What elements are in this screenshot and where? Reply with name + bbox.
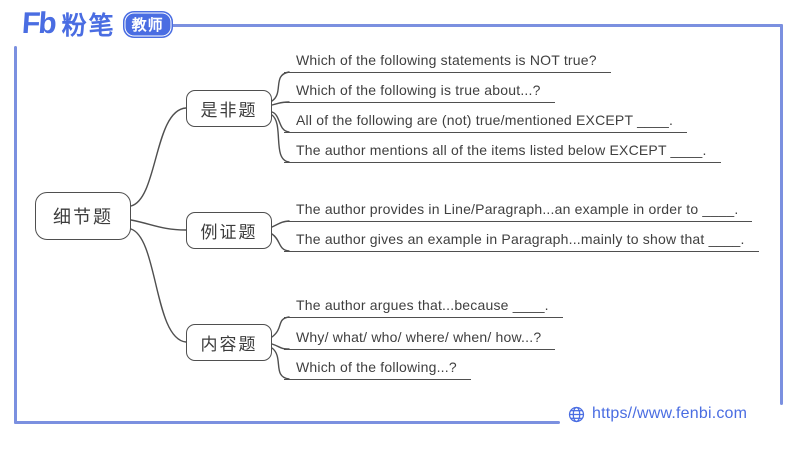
fenbi-logo: Fb 粉笔 教师: [20, 6, 173, 42]
leaf-sentence: Which of the following statements is NOT…: [284, 52, 611, 73]
globe-icon: [568, 406, 585, 422]
connector-root-b3: [130, 228, 187, 343]
frame-line-left: [14, 46, 17, 424]
branch-node-example: 例证题: [186, 212, 272, 249]
leaf-sentence: The author argues that...because ____.: [284, 297, 563, 318]
teacher-badge: 教师: [122, 10, 173, 38]
frame-line-bottom: [14, 421, 560, 424]
fenbi-logo-mark: Fb: [20, 7, 56, 40]
footer: https//www.fenbi.com: [568, 405, 747, 423]
leaf-sentence: Which of the following...?: [284, 359, 471, 380]
leaf-sentence: All of the following are (not) true/ment…: [284, 112, 688, 133]
root-node-detail-question: 细节题: [35, 192, 131, 240]
footer-url-link[interactable]: https//www.fenbi.com: [592, 405, 748, 422]
leaf-sentence: The author mentions all of the items lis…: [284, 142, 721, 163]
frame-line-right: [780, 24, 783, 405]
leaf-sentence: The author gives an example in Paragraph…: [284, 231, 759, 252]
leaf-sentence: Why/ what/ who/ where/ when/ how...?: [284, 329, 556, 350]
fenbi-logo-name: 粉笔: [61, 12, 116, 40]
leaf-sentence: The author provides in Line/Paragraph...…: [284, 201, 753, 222]
frame-line-top: [162, 24, 783, 27]
connector-root-b1: [130, 107, 187, 207]
branch-node-truefalse: 是非题: [186, 90, 272, 127]
leaf-sentence: Which of the following is true about...?: [284, 82, 555, 103]
connector-root-b2: [130, 219, 187, 231]
branch-node-content: 内容题: [186, 324, 272, 361]
